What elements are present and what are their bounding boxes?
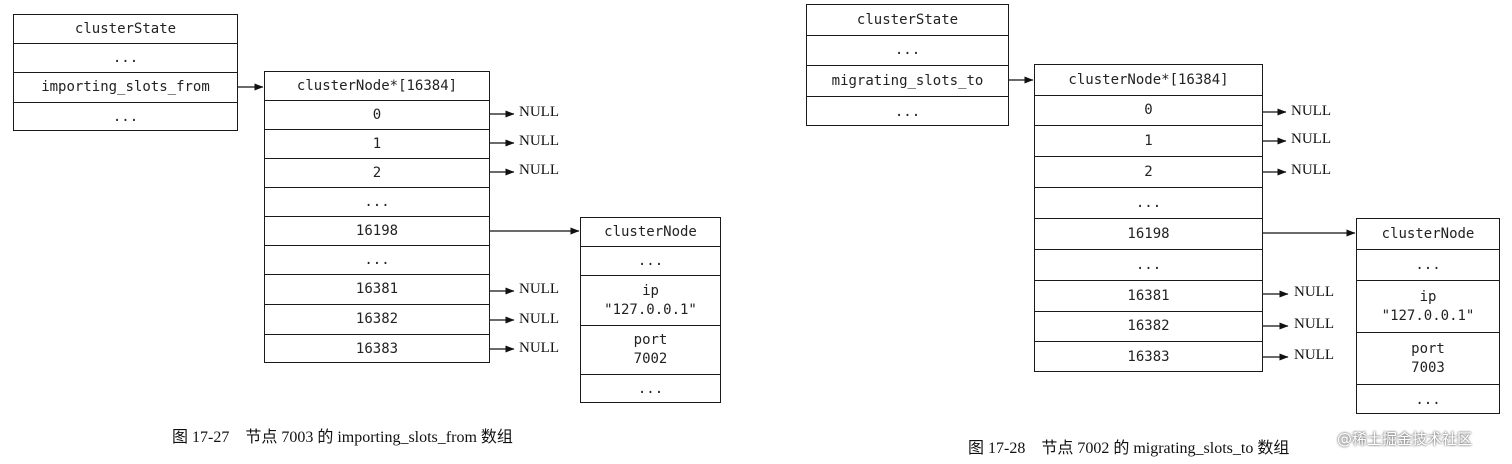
left-null-label: NULL — [519, 311, 559, 327]
left-cluster-state-box: clusterState ... importing_slots_from ..… — [13, 14, 238, 131]
right-slot-cell: ... — [1035, 188, 1262, 219]
right-slot-array-box: clusterNode*[16384] 0 1 2 ... 16198 ... … — [1034, 64, 1263, 372]
left-node-ip-text: ip "127.0.0.1" — [604, 282, 697, 318]
left-cluster-state-title: clusterState — [14, 15, 237, 44]
right-cluster-node-row: ... — [1415, 391, 1441, 408]
right-slot-cell: 16381 — [1035, 281, 1262, 312]
right-cluster-state-row: ... — [894, 103, 921, 120]
left-slot-cell: 16383 — [355, 341, 399, 357]
right-figure-caption: 图 17-28 节点 7002 的 migrating_slots_to 数组 — [968, 440, 1290, 457]
right-cluster-node-row: ... — [1357, 250, 1499, 281]
right-slot-cell: 0 — [1035, 96, 1262, 126]
left-slot-array-box: clusterNode*[16384] 0 1 2 ... 16198 ... … — [264, 71, 490, 363]
right-slot-cell-16198: 16198 — [1035, 219, 1262, 250]
left-figure-caption: 图 17-27 节点 7003 的 importing_slots_from 数… — [172, 429, 513, 446]
left-cluster-state-row: ... — [112, 109, 139, 125]
right-null-label: NULL — [1294, 284, 1334, 300]
right-slot-array-title: clusterNode*[16384] — [1035, 65, 1262, 96]
left-node-port-text: port 7002 — [633, 332, 668, 367]
left-slot-cell: ... — [265, 188, 489, 217]
left-slot-array-title: clusterNode*[16384] — [265, 72, 489, 101]
left-null-label: NULL — [519, 133, 559, 149]
left-cluster-node-ip: ip "127.0.0.1" — [581, 276, 720, 326]
left-slot-cell: 16381 — [265, 275, 489, 305]
left-cluster-node-row: ... — [581, 247, 720, 276]
watermark: @稀土掘金技术社区 — [1337, 430, 1473, 448]
left-cluster-node-port: port 7002 — [581, 326, 720, 375]
left-cluster-node-box: clusterNode ... ip "127.0.0.1" port 7002… — [580, 217, 721, 403]
right-cluster-node-ip: ip "127.0.0.1" — [1357, 281, 1499, 333]
left-slot-cell: ... — [265, 246, 489, 275]
right-slot-cell: 1 — [1035, 126, 1262, 157]
left-cluster-node-title: clusterNode — [581, 218, 720, 247]
left-slot-cell: 2 — [265, 159, 489, 188]
left-slot-cell-16198: 16198 — [265, 217, 489, 246]
right-node-ip-text: ip "127.0.0.1" — [1381, 288, 1475, 324]
right-node-port-text: port 7003 — [1411, 340, 1445, 376]
right-cluster-state-box: clusterState ... migrating_slots_to ... — [806, 4, 1009, 126]
left-null-label: NULL — [519, 104, 559, 120]
right-cluster-state-row: ... — [807, 36, 1008, 66]
left-slot-cell: 0 — [265, 101, 489, 130]
right-null-label: NULL — [1294, 316, 1334, 332]
right-null-label: NULL — [1291, 103, 1331, 119]
right-migrating-slots-to-field: migrating_slots_to — [807, 66, 1008, 97]
right-null-label: NULL — [1291, 162, 1331, 178]
right-cluster-node-box: clusterNode ... ip "127.0.0.1" port 7003… — [1356, 218, 1500, 414]
right-cluster-node-port: port 7003 — [1357, 333, 1499, 385]
left-null-label: NULL — [519, 340, 559, 356]
right-slot-cell: 16382 — [1035, 312, 1262, 342]
left-slot-cell: 16382 — [265, 305, 489, 335]
right-slot-cell: ... — [1035, 250, 1262, 281]
left-null-label: NULL — [519, 162, 559, 178]
right-slot-cell: 16383 — [1127, 349, 1170, 365]
left-cluster-node-row: ... — [637, 381, 664, 397]
left-slot-cell: 1 — [265, 130, 489, 159]
right-null-label: NULL — [1291, 131, 1331, 147]
right-cluster-node-title: clusterNode — [1357, 219, 1499, 250]
left-null-label: NULL — [519, 281, 559, 297]
right-slot-cell: 2 — [1035, 157, 1262, 188]
right-null-label: NULL — [1294, 347, 1334, 363]
right-cluster-state-title: clusterState — [807, 5, 1008, 36]
left-cluster-state-row: ... — [14, 44, 237, 73]
left-importing-slots-from-field: importing_slots_from — [14, 73, 237, 103]
